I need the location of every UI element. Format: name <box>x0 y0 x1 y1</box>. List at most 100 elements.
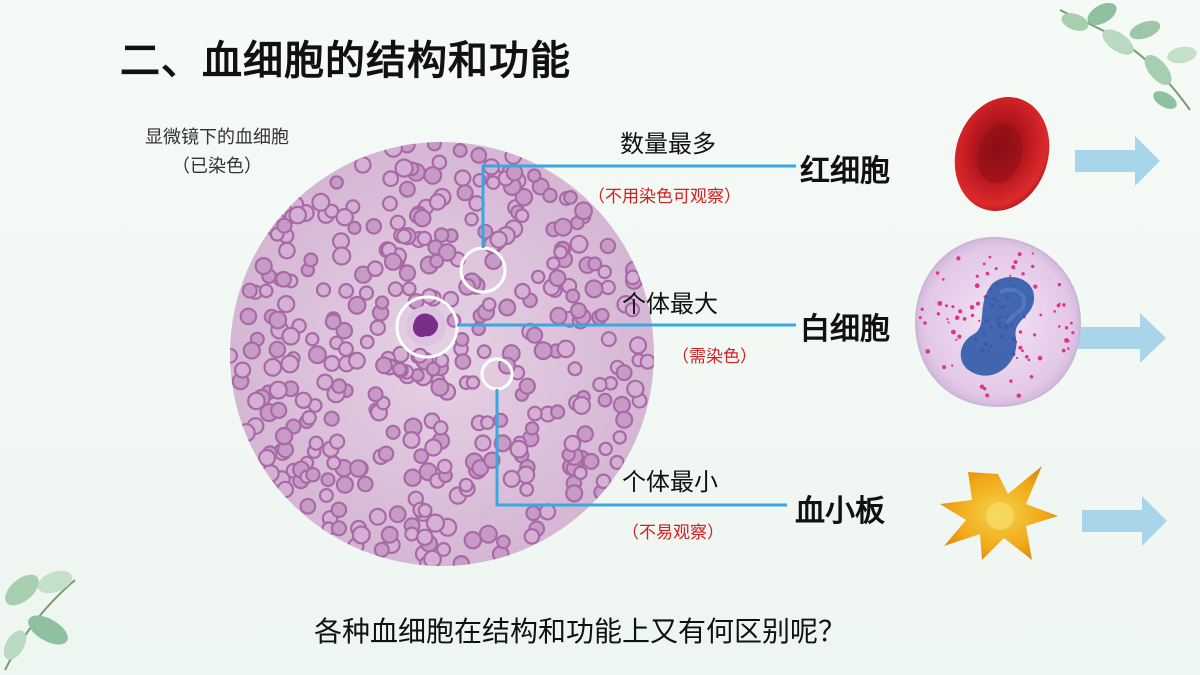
smear-red-cell <box>452 142 468 159</box>
wbc-granule <box>1016 356 1019 360</box>
red-blood-cell-illustration <box>954 97 1050 211</box>
smear-red-cell <box>368 507 387 526</box>
wbc-name: 白细胞 <box>800 312 890 347</box>
smear-red-cell <box>403 468 422 487</box>
smear-red-cell <box>258 283 274 299</box>
wbc-granule <box>1029 375 1034 379</box>
smear-red-cell <box>338 282 355 299</box>
smear-white-blood-cell <box>406 306 446 346</box>
smear-red-cell <box>392 361 408 377</box>
wbc-granule <box>951 364 954 367</box>
smear-red-cell <box>595 473 612 490</box>
wbc-highlight-circle <box>395 295 459 359</box>
smear-red-cell <box>387 281 404 298</box>
leaf-decoration-icon <box>3 570 76 671</box>
smear-red-cell <box>396 228 413 245</box>
smear-red-cell <box>263 357 283 377</box>
smear-red-cell <box>615 410 634 429</box>
smear-red-cell <box>394 158 414 178</box>
wbc-granule <box>1011 265 1016 270</box>
smear-red-cell <box>326 455 342 471</box>
wbc-granule <box>975 274 979 278</box>
wbc-granule <box>1017 252 1022 257</box>
rbc-name: 红细胞 <box>800 154 890 189</box>
smear-red-cell <box>599 237 617 255</box>
smear-red-cell <box>305 467 321 483</box>
wbc-granule <box>956 256 961 261</box>
smear-red-cell <box>542 187 558 204</box>
wbc-granule <box>957 334 962 339</box>
wbc-granule <box>1033 333 1037 337</box>
wbc-granule <box>1031 264 1035 269</box>
smear-red-cell <box>573 465 588 481</box>
platelet-connector-line <box>495 389 787 507</box>
wbc-granule <box>935 271 940 275</box>
smear-red-cell <box>514 187 534 207</box>
smear-red-cell <box>626 379 645 399</box>
smear-red-cell <box>546 256 561 271</box>
smear-red-cell <box>584 279 604 299</box>
wbc-granule <box>925 349 930 354</box>
smear-red-cell <box>367 386 384 403</box>
smear-red-cell <box>347 220 362 236</box>
wbc-granule <box>970 313 975 318</box>
smear-red-cell <box>429 253 445 269</box>
wbc-note: （需染色） <box>672 347 757 367</box>
smear-red-cell <box>436 542 452 558</box>
smear-red-cell <box>315 282 332 298</box>
wbc-granule <box>994 267 998 271</box>
smear-red-cell <box>268 310 288 330</box>
smear-red-cell <box>433 227 450 243</box>
wbc-granule <box>1009 274 1012 277</box>
smear-red-cell <box>367 260 384 277</box>
smear-red-cell <box>423 549 442 566</box>
smear-red-cell <box>624 301 641 318</box>
smear-red-cell <box>330 501 348 519</box>
smear-red-cell <box>398 180 416 198</box>
smear-red-cell <box>305 331 320 347</box>
wbc-granule <box>1009 379 1013 383</box>
smear-red-cell <box>423 166 443 185</box>
wbc-granule <box>1031 252 1034 255</box>
wbc-granule <box>1058 325 1061 328</box>
smear-red-cell <box>553 244 568 260</box>
smear-red-cell <box>572 396 592 415</box>
smear-red-cell <box>489 230 508 249</box>
smear-red-cell <box>470 146 488 164</box>
rbc-note: （不用染色可观察） <box>588 187 741 207</box>
smear-red-cell <box>359 334 375 350</box>
wbc-granule <box>985 393 990 398</box>
platelet-illustration <box>940 466 1058 560</box>
smear-red-cell <box>612 430 627 445</box>
smear-red-cell <box>275 270 292 288</box>
smear-red-cell <box>247 391 266 411</box>
slide-title: 二、血细胞的结构和功能 <box>120 38 571 84</box>
smear-red-cell <box>381 195 398 212</box>
wbc-granule <box>1021 272 1025 276</box>
smear-red-cell <box>527 168 542 183</box>
smear-red-cell <box>502 469 521 488</box>
smear-red-cell <box>452 555 470 566</box>
smear-red-cell <box>597 264 612 280</box>
smear-red-cell <box>476 344 492 360</box>
smear-red-cell <box>531 269 546 285</box>
smear-red-cell <box>382 170 400 188</box>
smear-red-cell <box>556 339 576 359</box>
wbc-granule <box>1018 345 1023 350</box>
smear-red-cell <box>509 439 529 459</box>
arrow-right-icon <box>1075 136 1160 186</box>
smear-red-cell <box>463 531 482 550</box>
wbc-granule <box>1064 326 1069 330</box>
arrow-right-icon <box>1078 313 1166 363</box>
microscope-caption: 显微镜下的血细胞 <box>145 127 289 148</box>
smear-red-cell <box>242 341 261 360</box>
smear-red-cell <box>349 459 368 478</box>
smear-red-cell <box>398 264 417 282</box>
smear-red-cell <box>268 380 288 400</box>
smear-red-cell <box>380 525 399 544</box>
smear-red-cell <box>320 472 336 488</box>
smear-red-cell <box>570 302 588 320</box>
smear-red-cell <box>323 410 340 427</box>
smear-red-cell <box>425 513 445 533</box>
